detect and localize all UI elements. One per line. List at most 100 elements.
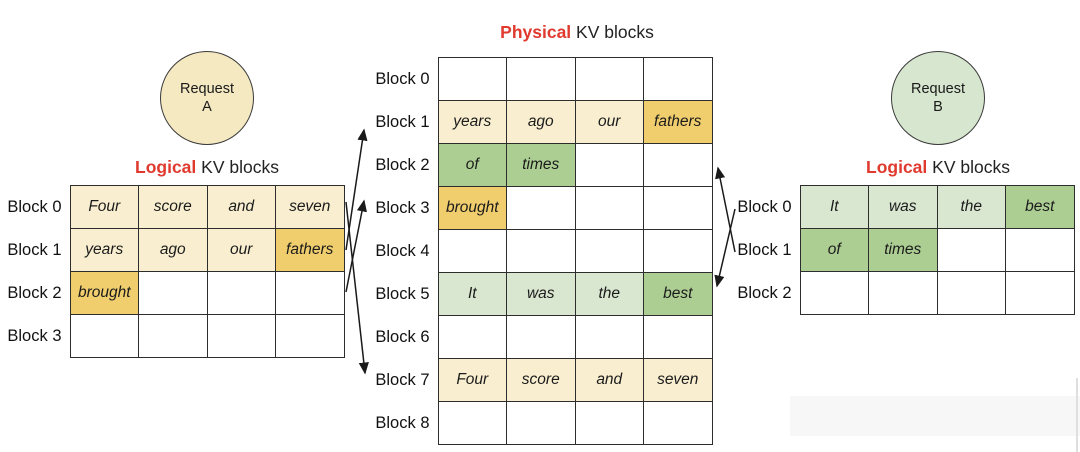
row-label: Block 0 xyxy=(7,197,62,216)
table-row: Block 3 brought xyxy=(374,186,713,230)
kv-empty-cell xyxy=(574,143,644,187)
request-a-node: Request A xyxy=(160,51,254,145)
screenshot-edge-artifact xyxy=(1076,378,1078,452)
arrow-a-block0-to-physical-block7 xyxy=(345,201,369,375)
kv-empty-cell xyxy=(275,314,345,358)
kv-empty-cell xyxy=(69,314,139,358)
kv-empty-cell xyxy=(643,57,713,101)
kv-empty-cell xyxy=(506,315,576,359)
kv-token-cell: brought xyxy=(437,186,507,230)
kv-empty-cell xyxy=(643,401,713,445)
row-label: Block 0 xyxy=(737,197,792,216)
row-label: Block 1 xyxy=(737,240,792,259)
kv-empty-cell xyxy=(506,186,576,230)
kv-token-cell: fathers xyxy=(275,228,345,272)
table-row: Block 6 xyxy=(374,315,713,359)
row-label: Block 7 xyxy=(375,370,430,389)
logical-b-title-rest: KV blocks xyxy=(932,157,1010,177)
table-row: Block 4 xyxy=(374,229,713,273)
kv-token-cell: fathers xyxy=(643,100,713,144)
kv-empty-cell xyxy=(437,401,507,445)
kv-token-cell: times xyxy=(868,228,938,272)
kv-token-cell: It xyxy=(437,272,507,316)
kv-empty-cell xyxy=(643,186,713,230)
kv-empty-cell xyxy=(574,401,644,445)
logical-b-title: Logical KV blocks xyxy=(866,157,1010,178)
arrow-a-block2-to-physical-block3 xyxy=(345,199,367,293)
kv-token-cell: and xyxy=(574,358,644,402)
logical-a-title-emphasis: Logical xyxy=(135,157,197,177)
kv-empty-cell xyxy=(799,271,869,315)
kv-token-cell: ago xyxy=(138,228,208,272)
physical-title: Physical KV blocks xyxy=(500,22,654,43)
request-a-label-line1: Request xyxy=(179,81,234,97)
kv-token-cell: best xyxy=(643,272,713,316)
kv-empty-cell xyxy=(206,314,276,358)
table-row: Block 2 xyxy=(728,271,1075,315)
background-shade xyxy=(790,396,1080,436)
row-label: Block 1 xyxy=(7,240,62,259)
arrow-a-block1-to-physical-block1 xyxy=(345,128,368,251)
row-label: Block 2 xyxy=(7,283,62,302)
kv-token-cell: years xyxy=(437,100,507,144)
row-label: Block 3 xyxy=(7,326,62,345)
kv-token-cell: seven xyxy=(643,358,713,402)
kv-empty-cell xyxy=(643,229,713,273)
row-label: Block 5 xyxy=(375,284,430,303)
kv-token-cell: of xyxy=(437,143,507,187)
kv-empty-cell xyxy=(574,229,644,273)
kv-empty-cell xyxy=(437,57,507,101)
kv-empty-cell xyxy=(506,401,576,445)
kv-token-cell: years xyxy=(69,228,139,272)
request-b-label-line1: Request xyxy=(910,81,965,97)
table-row: Block 3 xyxy=(0,314,345,358)
row-label: Block 2 xyxy=(375,155,430,174)
table-row: Block 0 xyxy=(374,57,713,101)
kv-empty-cell xyxy=(1005,228,1075,272)
row-label: Block 1 xyxy=(375,112,430,131)
kv-token-cell: times xyxy=(506,143,576,187)
kv-token-cell: seven xyxy=(275,185,345,229)
physical-title-rest: KV blocks xyxy=(576,22,654,42)
kv-empty-cell xyxy=(206,271,276,315)
kv-token-cell: and xyxy=(206,185,276,229)
table-row: Block 2 brought xyxy=(0,271,345,315)
row-label: Block 4 xyxy=(375,241,430,260)
kv-token-cell: brought xyxy=(69,271,139,315)
kv-token-cell: Four xyxy=(69,185,139,229)
kv-empty-cell xyxy=(643,143,713,187)
physical-title-emphasis: Physical xyxy=(500,22,572,42)
row-label: Block 6 xyxy=(375,327,430,346)
table-row: Block 8 xyxy=(374,401,713,445)
kv-token-cell: the xyxy=(936,185,1006,229)
request-a-label-line2: A xyxy=(202,99,212,115)
kv-empty-cell xyxy=(437,315,507,359)
kv-empty-cell xyxy=(574,315,644,359)
row-label: Block 8 xyxy=(375,413,430,432)
kv-empty-cell xyxy=(574,186,644,230)
logical-b-title-emphasis: Logical xyxy=(866,157,928,177)
kv-token-cell: our xyxy=(574,100,644,144)
logical-a-title-rest: KV blocks xyxy=(201,157,279,177)
kv-token-cell: the xyxy=(574,272,644,316)
kv-empty-cell xyxy=(936,271,1006,315)
row-label: Block 0 xyxy=(375,69,430,88)
kv-empty-cell xyxy=(437,229,507,273)
request-b-node: Request B xyxy=(891,51,985,145)
kv-token-cell: best xyxy=(1005,185,1075,229)
kv-token-cell: our xyxy=(206,228,276,272)
kv-token-cell: score xyxy=(506,358,576,402)
row-label: Block 3 xyxy=(375,198,430,217)
kv-empty-cell xyxy=(1005,271,1075,315)
